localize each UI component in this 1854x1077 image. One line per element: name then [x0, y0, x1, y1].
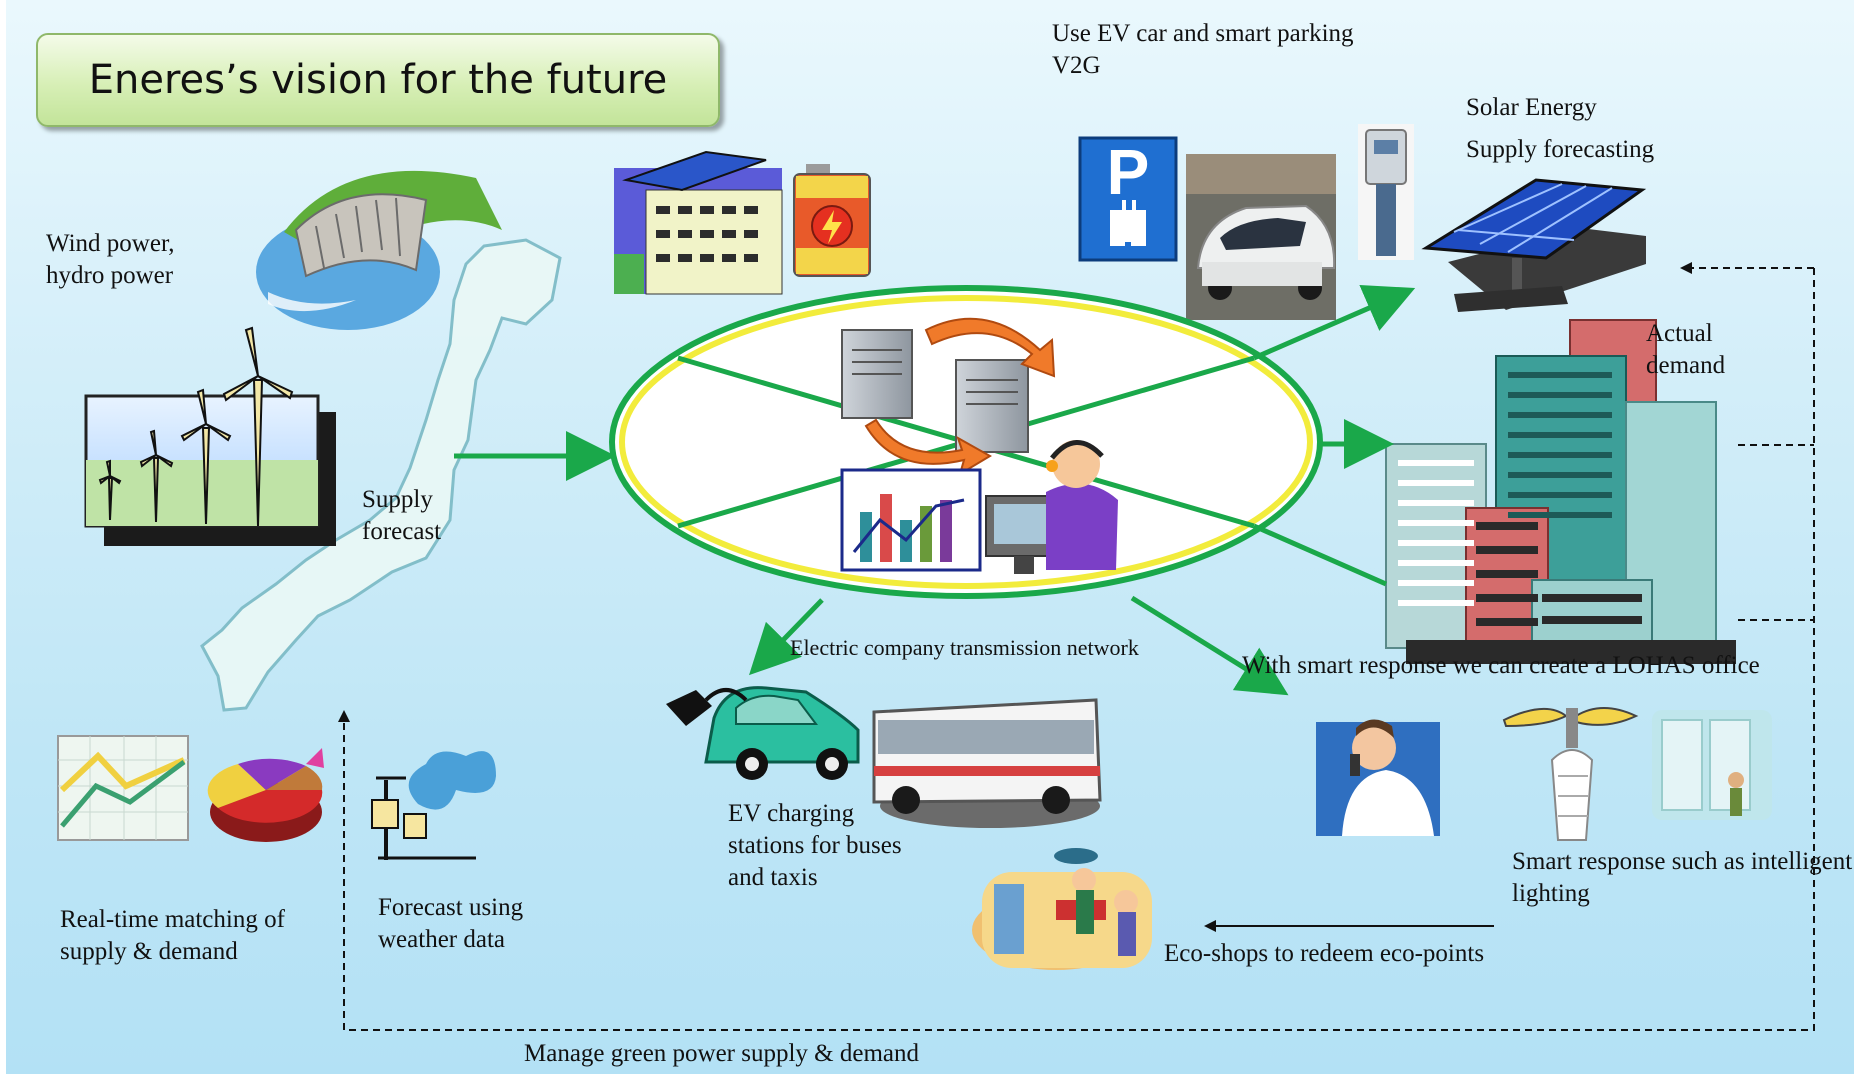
label-ev-charging-3: and taxis	[728, 864, 818, 891]
label-supply-forecasting: Supply forecasting	[1466, 136, 1655, 163]
battery-icon	[793, 164, 871, 277]
slide: P	[6, 0, 1854, 1074]
dam-image	[256, 170, 502, 330]
flow-arrows	[454, 284, 1416, 696]
solar-building-image	[614, 150, 783, 295]
label-v2g: V2G	[1052, 52, 1101, 79]
solar-panel-icon	[1421, 178, 1647, 312]
wind-turbine-image	[84, 326, 336, 546]
pie-chart-image	[207, 748, 324, 842]
label-supply-demand: supply & demand	[60, 938, 238, 965]
label-transmission-network: Electric company transmission network	[790, 635, 1139, 660]
label-forecast: forecast	[362, 518, 442, 545]
label-smart-response: Smart response such as intelligent	[1512, 848, 1853, 875]
label-weather-data: weather data	[378, 926, 506, 953]
japan-map-shape	[200, 238, 562, 712]
label-realtime-matching: Real-time matching of	[60, 906, 285, 933]
title-box: Eneres’s vision for the future	[36, 33, 720, 127]
weather-icon	[371, 751, 496, 860]
label-eco-shops: Eco-shops to redeem eco-points	[1164, 940, 1485, 967]
page-title: Eneres’s vision for the future	[88, 57, 668, 103]
diagram-art: P	[57, 124, 1815, 1031]
server-icon	[841, 317, 1056, 477]
bus-image	[872, 698, 1102, 828]
trend-chart-image	[57, 735, 189, 841]
label-wind-power: Wind power,	[46, 230, 175, 257]
office-buildings-image	[1385, 319, 1736, 664]
label-supply: Supply	[362, 486, 433, 513]
eco-shop-image	[972, 848, 1152, 970]
operator-image	[985, 440, 1118, 574]
feedback-loop	[338, 262, 1815, 1031]
ceiling-fan-lamp-icon	[1502, 707, 1639, 841]
ev-car-icon	[666, 686, 860, 780]
label-lohas-office: With smart response we can create a LOHA…	[1242, 652, 1760, 679]
parking-sign-letter: P	[1107, 136, 1150, 208]
ev-car-photo	[1186, 154, 1336, 320]
label-forecast-using: Forecast using	[378, 894, 524, 921]
label-manage-green-power: Manage green power supply & demand	[524, 1040, 920, 1067]
phone-person-image	[1316, 719, 1440, 836]
bar-chart-icon	[840, 468, 982, 572]
label-actual: Actual	[1646, 320, 1713, 347]
label-demand: demand	[1646, 352, 1726, 379]
label-ev-charging-2: stations for buses	[728, 832, 902, 859]
label-ev-charging-1: EV charging	[728, 800, 855, 827]
label-hydro-power: hydro power	[46, 262, 174, 289]
charging-station-image	[1358, 124, 1414, 260]
office-interior-image	[1652, 710, 1772, 820]
parking-sign-icon	[1078, 136, 1178, 262]
label-lighting: lighting	[1512, 880, 1590, 907]
label-solar-energy: Solar Energy	[1466, 94, 1597, 121]
label-ev-parking: Use EV car and smart parking	[1052, 20, 1354, 47]
